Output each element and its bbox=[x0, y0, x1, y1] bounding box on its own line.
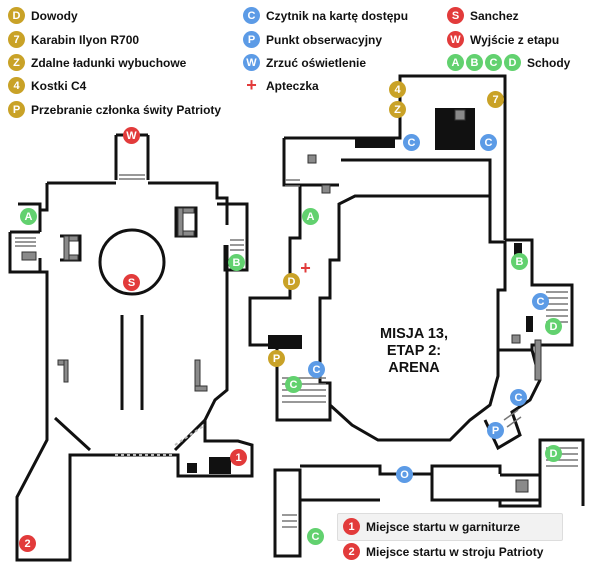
c4-marker: 4 bbox=[389, 81, 406, 98]
start-1-marker: 1 bbox=[230, 449, 247, 466]
left-building-wall bbox=[15, 181, 254, 562]
central-corridor bbox=[120, 315, 144, 410]
medkit-icon: + bbox=[246, 75, 257, 95]
legend-sanchez: S Sanchez bbox=[447, 7, 519, 24]
legend-marker: B bbox=[466, 54, 483, 71]
legend-marker: W bbox=[447, 31, 464, 48]
legend-stairs: A B C D Schody bbox=[447, 54, 570, 71]
sanchez-marker: S bbox=[123, 274, 140, 291]
upper-inner-wall bbox=[300, 158, 492, 196]
legend-marker: W bbox=[243, 54, 260, 71]
card-reader-marker: C bbox=[308, 361, 325, 378]
legend-label: Dowody bbox=[31, 8, 78, 23]
stairs-a-marker: A bbox=[20, 208, 37, 225]
legend-marker: S bbox=[447, 7, 464, 24]
stairs-a-marker: A bbox=[302, 208, 319, 225]
stairs-b-left-box bbox=[217, 202, 249, 272]
start-legend-suit: 1 Miejsce startu w garniturze bbox=[343, 518, 520, 535]
map-title-line: MISJA 13, bbox=[380, 326, 448, 342]
legend-evidence: D Dowody bbox=[8, 7, 78, 24]
legend-observation-point: P Punkt obserwacyjny bbox=[243, 31, 382, 48]
legend-marker: D bbox=[8, 7, 25, 24]
legend-marker: P bbox=[243, 31, 260, 48]
stairs-hatching bbox=[15, 174, 578, 528]
lighting-drop-marker: O bbox=[396, 466, 413, 483]
medkit-icon: + bbox=[300, 258, 311, 278]
stairs-d-marker: D bbox=[545, 318, 562, 335]
legend-label: Kostki C4 bbox=[31, 78, 87, 93]
card-reader-marker: C bbox=[480, 134, 497, 151]
legend-marker: 1 bbox=[343, 518, 360, 535]
start-legend-patriot: 2 Miejsce startu w stroju Patrioty bbox=[343, 543, 543, 560]
legend-rifle: 7 Karabin Ilyon R700 bbox=[8, 31, 139, 48]
card-reader-marker: C bbox=[403, 134, 420, 151]
map-title-line: ETAP 2: bbox=[386, 343, 442, 359]
central-ring bbox=[98, 228, 166, 296]
legend-marker: D bbox=[504, 54, 521, 71]
legend-label: Punkt obserwacyjny bbox=[266, 32, 383, 47]
legend-label: Schody bbox=[527, 55, 571, 70]
legend-label: Karabin Ilyon R700 bbox=[31, 32, 140, 47]
stairs-b-marker: B bbox=[228, 254, 245, 271]
legend-exit: W Wyjście z etapu bbox=[447, 31, 559, 48]
legend-marker: C bbox=[243, 7, 260, 24]
legend-label: Przebranie członka świty Patrioty bbox=[31, 102, 222, 117]
legend-label: Sanchez bbox=[470, 8, 519, 23]
legend-label: Miejsce startu w stroju Patrioty bbox=[366, 544, 544, 559]
legend-medkit: + Apteczka bbox=[243, 75, 319, 95]
map-title: MISJA 13, ETAP 2: ARENA bbox=[352, 326, 476, 377]
legend-label: Czytnik na kartę dostępu bbox=[266, 8, 409, 23]
legend-label: Zrzuć oświetlenie bbox=[266, 55, 367, 70]
legend-c4: 4 Kostki C4 bbox=[8, 77, 86, 94]
disguise-marker: P bbox=[268, 350, 285, 367]
legend-marker: A bbox=[447, 54, 464, 71]
card-reader-marker: C bbox=[510, 389, 527, 406]
map-title-line: ARENA bbox=[388, 360, 440, 376]
grey-furniture bbox=[21, 109, 542, 493]
dotted-path bbox=[115, 424, 206, 456]
start-legend-box bbox=[337, 513, 563, 541]
bottom-right-room bbox=[500, 473, 542, 502]
stairs-d-marker: D bbox=[545, 445, 562, 462]
stairs-a-left-box bbox=[8, 230, 42, 274]
legend-label: Wyjście z etapu bbox=[470, 32, 560, 47]
dark-furniture bbox=[187, 108, 533, 474]
stairs-a-left-top bbox=[18, 202, 42, 232]
right-building-wall bbox=[248, 138, 507, 442]
legend-marker: P bbox=[8, 101, 25, 118]
legend-label: Zdalne ładunki wybuchowe bbox=[31, 55, 187, 70]
legend-marker: Z bbox=[8, 54, 25, 71]
legend-card-reader: C Czytnik na kartę dostępu bbox=[243, 7, 408, 24]
legend-marker: 2 bbox=[343, 543, 360, 560]
start-2-marker: 2 bbox=[19, 535, 36, 552]
stairs-markers: A B C D bbox=[447, 54, 521, 71]
legend-marker: 7 bbox=[8, 31, 25, 48]
bottom-left-room bbox=[273, 468, 302, 558]
stairs-b-marker: B bbox=[511, 253, 528, 270]
card-reader-marker: C bbox=[532, 293, 549, 310]
exit-marker: W bbox=[123, 127, 140, 144]
lower-left-wall bbox=[53, 416, 207, 452]
stairs-c-marker: C bbox=[307, 528, 324, 545]
legend-remote-explosives: Z Zdalne ładunki wybuchowe bbox=[8, 54, 186, 71]
observation-point-marker: P bbox=[487, 422, 504, 439]
evidence-marker: D bbox=[283, 273, 300, 290]
remote-explosives-marker: Z bbox=[389, 101, 406, 118]
legend-disguise: P Przebranie członka świty Patrioty bbox=[8, 101, 221, 118]
stairs-c-marker: C bbox=[285, 376, 302, 393]
legend-label: Miejsce startu w garniturze bbox=[366, 519, 521, 534]
legend-drop-lighting: W Zrzuć oświetlenie bbox=[243, 54, 366, 71]
legend-label: Apteczka bbox=[266, 78, 319, 93]
legend-marker: C bbox=[485, 54, 502, 71]
legend-marker: 4 bbox=[8, 77, 25, 94]
rifle-marker: 7 bbox=[487, 91, 504, 108]
right-stairs-b-box bbox=[498, 238, 574, 352]
